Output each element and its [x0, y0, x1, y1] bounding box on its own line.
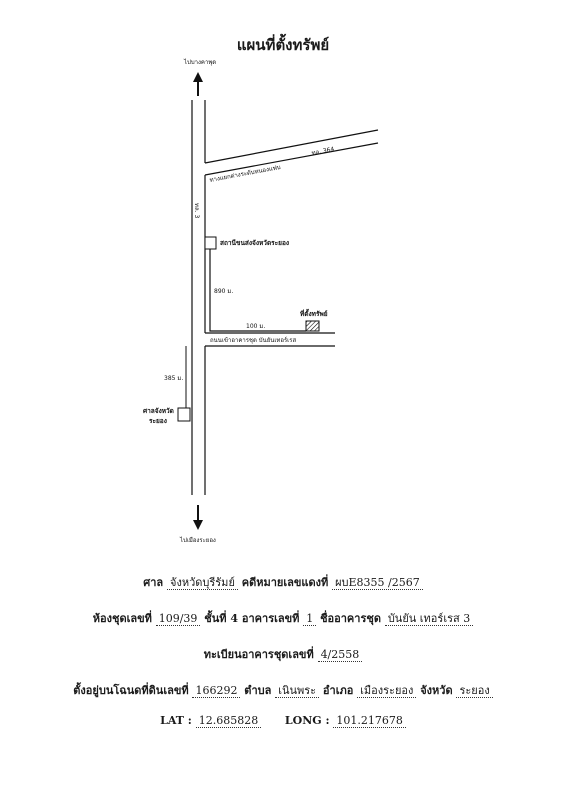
court-marker: [177, 407, 191, 422]
deed-value: 166292: [192, 684, 241, 698]
distance-385-label: 385 ม.: [164, 375, 183, 382]
room-label: ห้องชุดเลขที่: [92, 612, 152, 625]
lat-value: 12.685828: [195, 714, 262, 728]
bus-terminal-marker: [204, 236, 217, 250]
diagonal-road-south-edge: [204, 142, 379, 176]
building-value: 1: [303, 612, 317, 626]
subdistrict-value: เนินพระ: [275, 684, 320, 698]
diagonal-road-label: ทางแยกต่างระดับหนองแฟบ: [209, 164, 281, 184]
case-label: คดีหมายเลขแดงที่: [241, 576, 329, 589]
district-label: อำเภอ: [322, 684, 354, 697]
court-label: ศาล: [143, 576, 164, 589]
location-map: ไปบางคาพุด ไปเมืองระยอง ทางแยกต่างระดับห…: [143, 58, 379, 544]
court-value: จังหวัดบุรีรัมย์: [167, 576, 238, 590]
district-value: เมืองระยอง: [357, 684, 417, 698]
register-line: ทะเบียนอาคารชุดเลขที่ 4/2558: [0, 645, 566, 663]
distance-100-label: 100 ม.: [246, 323, 265, 330]
coordinates-line: LAT : 12.685828 LONG : 101.217678: [0, 714, 566, 728]
side-road-label: ถนนเข้าอาคารชุด บันยันเทอร์เรส: [210, 336, 296, 344]
register-label: ทะเบียนอาคารชุดเลขที่: [203, 648, 314, 661]
court-label-line2: ระยอง: [149, 417, 167, 425]
south-arrow-icon: [193, 505, 203, 530]
room-value: 109/39: [155, 612, 201, 626]
main-road-label: ทล. 3: [193, 203, 200, 218]
deed-label: ตั้งอยู่บนโฉนดที่ดินเลขที่: [73, 684, 189, 697]
south-destination-label: ไปเมืองระยอง: [179, 536, 216, 544]
route-path: [209, 249, 306, 332]
north-destination-label: ไปบางคาพุด: [183, 58, 216, 66]
case-value: ผบE8355 /2567: [332, 576, 423, 590]
deed-line: ตั้งอยู่บนโฉนดที่ดินเลขที่ 166292 ตำบล เ…: [0, 681, 566, 699]
long-value: 101.217678: [333, 714, 406, 728]
page-title: แผนที่ตั้งทรัพย์: [236, 36, 330, 54]
diagonal-road-north-edge: [204, 129, 379, 164]
subdistrict-label: ตำบล: [244, 684, 272, 697]
floor-value: 4: [230, 612, 239, 625]
bus-terminal-label: สถานีขนส่งจังหวัดระยอง: [220, 239, 289, 247]
north-arrow-icon: [193, 72, 203, 96]
room-line: ห้องชุดเลขที่ 109/39 ชั้นที่ 4 อาคารเลขท…: [0, 609, 566, 627]
distance-890-label: 890 ม.: [214, 288, 233, 295]
long-label: LONG :: [284, 714, 330, 727]
condo-label: ชื่ออาคารชุด: [320, 612, 381, 625]
register-value: 4/2558: [317, 648, 363, 662]
floor-label: ชั้นที่: [204, 612, 227, 625]
court-case-line: ศาล จังหวัดบุรีรัมย์ คดีหมายเลขแดงที่ ผบ…: [0, 573, 566, 591]
diagonal-road-number: ทล. 364: [311, 146, 335, 157]
province-label: จังหวัด: [420, 684, 453, 697]
building-label: อาคารเลขที่: [241, 612, 300, 625]
court-label-line1: ศาลจังหวัด: [143, 407, 174, 415]
condo-value: บันยัน เทอร์เรส 3: [384, 612, 474, 626]
lat-label: LAT :: [160, 714, 192, 727]
province-value: ระยอง: [456, 684, 493, 698]
property-marker: [305, 320, 320, 332]
property-label: ที่ตั้งทรัพย์: [300, 308, 328, 318]
